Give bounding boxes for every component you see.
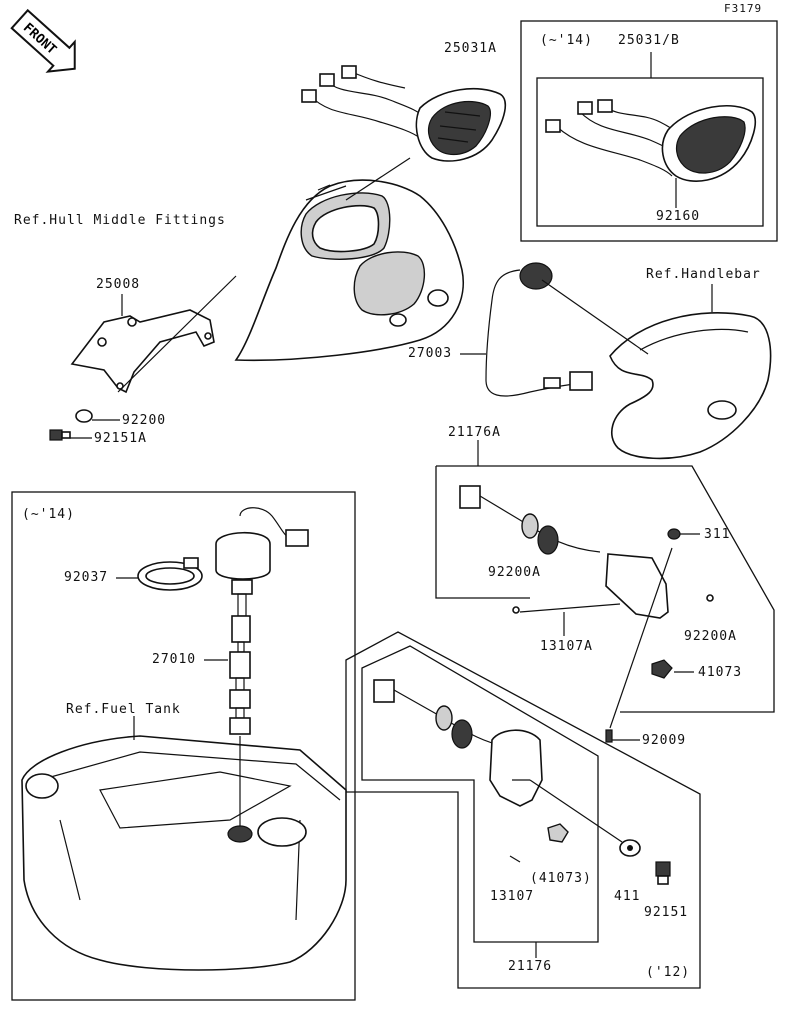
label-year-14-box: (~'14) (22, 507, 75, 522)
clip-41073-paren (547, 823, 569, 843)
label-27003: 27003 (408, 346, 453, 361)
label-92200a-left: 92200A (488, 565, 541, 580)
figure-code: F3179 (724, 2, 763, 15)
meter-assembly-25031b (545, 99, 756, 208)
front-arrow-icon: FRONT (10, 8, 76, 73)
hose-clamp-92037 (116, 557, 203, 591)
label-13107a: 13107A (540, 639, 593, 654)
washer-92200 (75, 409, 93, 423)
label-92151: 92151 (644, 905, 689, 920)
label-92200: 92200 (122, 413, 167, 428)
sub-assembly-21176a (435, 440, 775, 743)
fuel-tank (21, 716, 347, 971)
sub-assembly-21176 (345, 631, 701, 989)
label-92009: 92009 (642, 733, 687, 748)
label-year-12: ('12) (646, 965, 691, 980)
label-41073-paren: (41073) (530, 871, 592, 886)
bolt-92151 (655, 861, 671, 885)
bracket-25008 (70, 275, 237, 394)
option-box-14 (520, 20, 778, 242)
label-ref-hull: Ref.Hull Middle Fittings (14, 213, 226, 228)
label-13107: 13107 (490, 889, 535, 904)
handlebar-cover (541, 279, 772, 460)
fuel-sender-27010 (204, 507, 309, 735)
label-92200a-right: 92200A (684, 629, 737, 644)
label-41073: 41073 (698, 665, 743, 680)
label-ref-handlebar: Ref.Handlebar (646, 267, 761, 282)
label-21176: 21176 (508, 959, 553, 974)
hull-console (234, 157, 464, 362)
label-411: 411 (614, 889, 641, 904)
label-year-14-top: (~'14) (540, 33, 593, 48)
clip-41073 (651, 659, 673, 679)
label-25031b: 25031/B (618, 33, 680, 48)
sensor-27003 (460, 262, 593, 397)
label-25008: 25008 (96, 277, 141, 292)
meter-assembly-25031a (301, 65, 507, 162)
bolt-92151a (49, 429, 71, 441)
label-27010: 27010 (152, 652, 197, 667)
label-92037: 92037 (64, 570, 109, 585)
option-box-fuel-14 (11, 491, 356, 1001)
label-92160: 92160 (656, 209, 701, 224)
label-21176a: 21176A (448, 425, 501, 440)
label-25031a: 25031A (444, 41, 497, 56)
label-92151a: 92151A (94, 431, 147, 446)
label-311: 311 (704, 527, 731, 542)
label-ref-fuel-tank: Ref.Fuel Tank (66, 702, 181, 717)
